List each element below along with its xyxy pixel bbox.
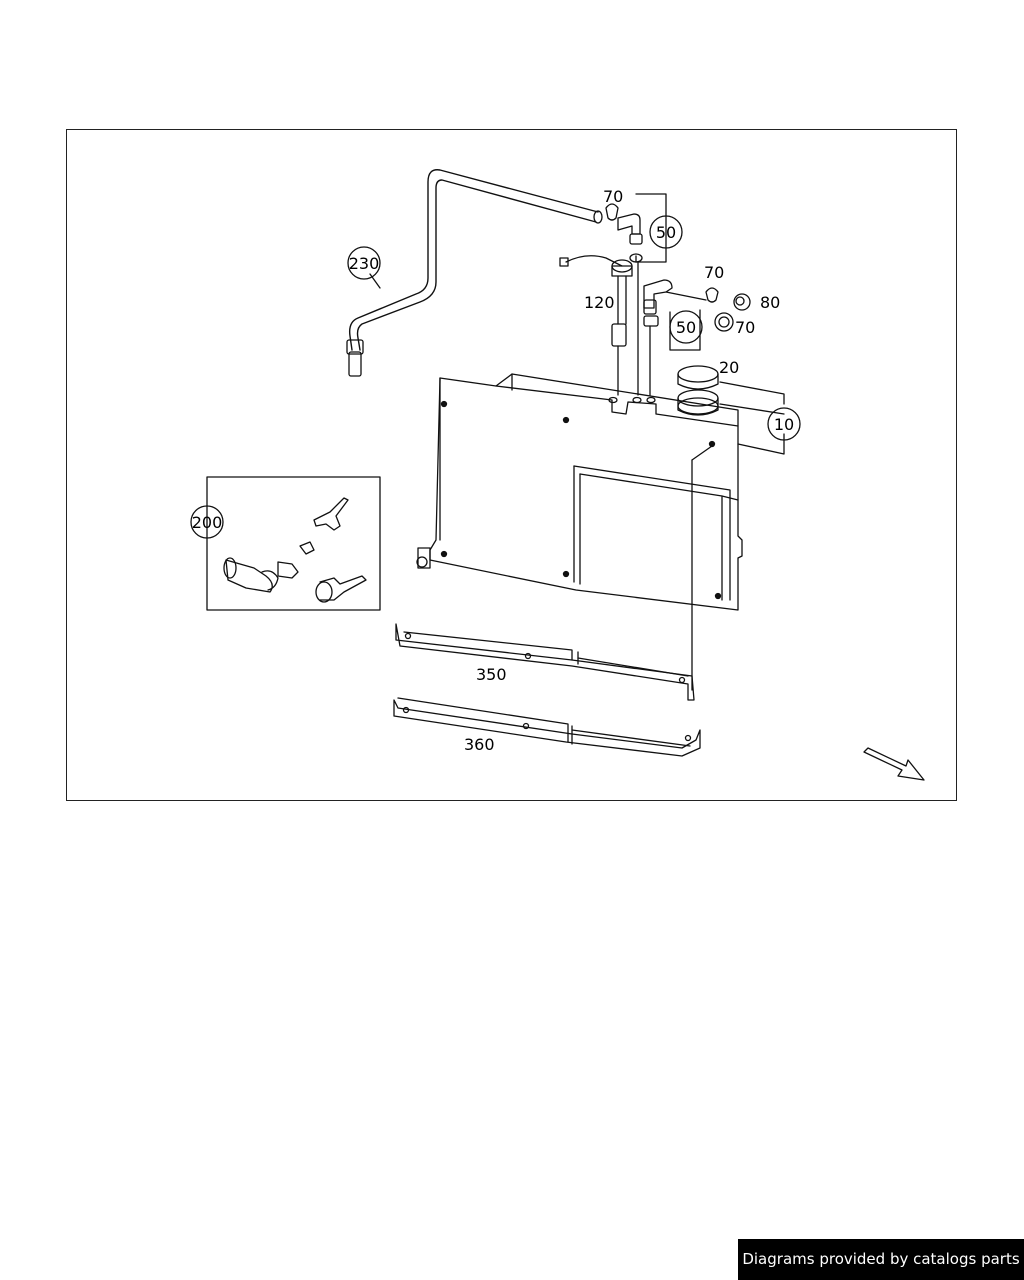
callout-230: 230 [349,254,380,273]
callout-50-side: 50 [676,318,696,337]
callout-70-clamp: 70 [735,318,755,337]
callout-20: 20 [719,358,739,377]
footer-banner: Diagrams provided by catalogs parts [738,1239,1024,1280]
callout-200: 200 [192,513,223,532]
vent-hose [346,169,603,377]
callout-120: 120 [584,293,615,312]
callout-70-side: 70 [704,263,724,282]
callout-50-top: 50 [656,223,676,242]
callout-350: 350 [476,665,507,684]
callout-circle-50-side [669,310,703,344]
callout-70-top: 70 [603,187,623,206]
level-sender [559,253,643,396]
callout-circle-200 [190,505,224,539]
elbow-fitting-top [605,193,667,263]
water-tank [416,373,743,691]
drain-kit [206,476,381,611]
bracket-350 [395,623,695,701]
callout-360: 360 [464,735,495,754]
callout-circle-230 [347,246,381,280]
callout-circle-10 [767,407,801,441]
direction-arrow-icon [863,747,925,781]
bracket-360 [393,697,701,757]
diagram-frame [66,129,957,801]
callout-80: 80 [760,293,780,312]
callout-circle-50-top [649,215,683,249]
filler-cap [677,365,785,455]
callout-10: 10 [774,415,794,434]
